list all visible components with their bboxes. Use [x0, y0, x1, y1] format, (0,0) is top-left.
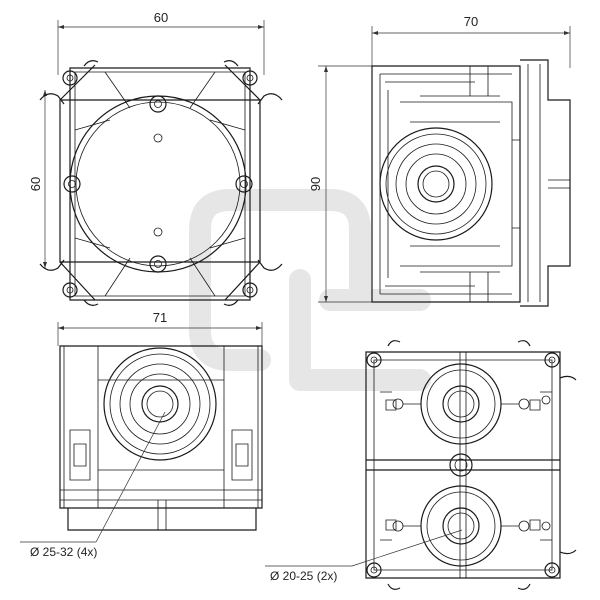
watermark-logo — [189, 189, 431, 391]
bottom-right-view: Ø 20-25 (2x) — [265, 340, 577, 590]
dim-label-top-left-height: 60 — [28, 177, 43, 191]
dim-label-top-right-height: 90 — [308, 177, 323, 191]
callout-label-bottom-right: Ø 20-25 (2x) — [270, 569, 337, 583]
callout-label-bottom-left: Ø 25-32 (4x) — [30, 545, 97, 559]
bottom-left-view: 71 Ø 25-32 (4x) — [20, 310, 263, 559]
dim-label-top-left-width: 60 — [154, 10, 168, 25]
dim-label-bottom-left-width: 71 — [153, 310, 167, 325]
dim-label-top-right-width: 70 — [464, 14, 478, 29]
top-right-view: 70 90 — [308, 14, 571, 307]
callout-leader-bottom-left — [95, 411, 166, 543]
top-left-view: 60 60 — [28, 10, 283, 306]
callout-leader-bottom-right — [351, 529, 463, 567]
